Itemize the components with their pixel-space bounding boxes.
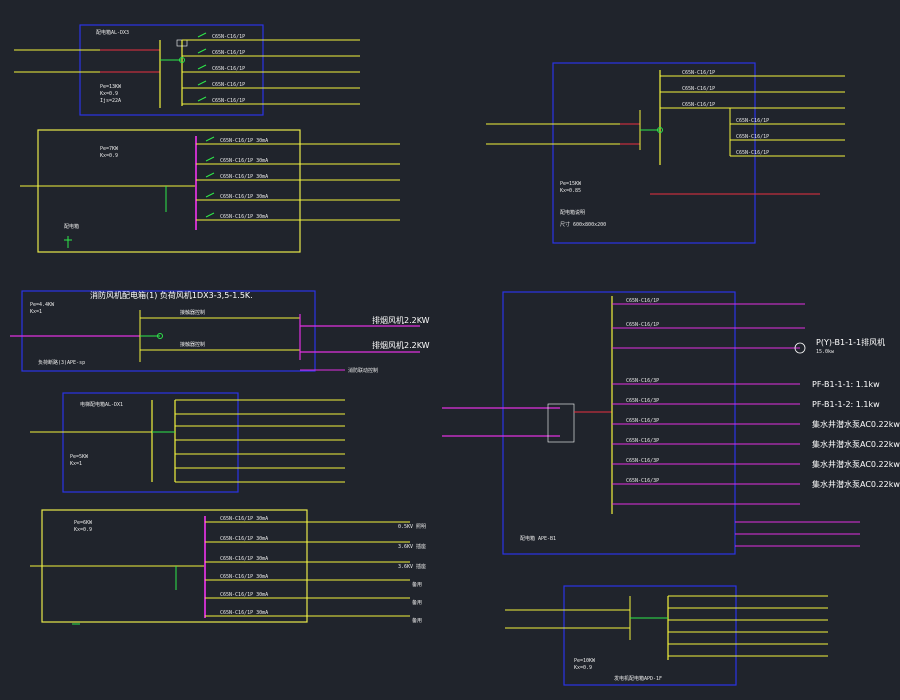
svg-text:C65N-C16/1P 30mA: C65N-C16/1P 30mA xyxy=(220,574,268,580)
svg-text:Kx=0.9: Kx=0.9 xyxy=(74,527,92,533)
panel-1-frame xyxy=(79,24,264,116)
panel-8-load-1: 0.5KV 照明 xyxy=(398,524,426,530)
svg-text:C65N-C16/1P 30mA: C65N-C16/1P 30mA xyxy=(220,174,268,180)
svg-text:C65N-C16/1P: C65N-C16/1P xyxy=(736,134,769,140)
panel-3-frame xyxy=(37,129,301,253)
svg-text:Pe=4.4KW: Pe=4.4KW xyxy=(30,302,55,308)
svg-text:C65N-C16/1P 30mA: C65N-C16/1P 30mA xyxy=(220,516,268,522)
panel-8-load-2: 3.6KV 插座 xyxy=(398,543,426,550)
panel-8-load-5: 备用 xyxy=(412,599,422,606)
panel-9-load-5: 集水井潜水泵AC0.22kw xyxy=(812,439,900,449)
svg-text:C65N-C16/1P 30mA: C65N-C16/1P 30mA xyxy=(220,556,268,562)
svg-text:接触器控制: 接触器控制 xyxy=(180,341,205,348)
panel-7-caption: 电梯配电箱AL-DX1 xyxy=(80,401,123,408)
svg-text:C65N-C16/1P: C65N-C16/1P xyxy=(736,118,769,124)
svg-text:C65N-C16/1P: C65N-C16/1P xyxy=(682,86,715,92)
svg-text:接触器控制: 接触器控制 xyxy=(180,309,205,316)
panel-9-frame xyxy=(502,291,736,555)
panel-9: P(Y)-B1-1-1排风机 15.0kw PF-B1-1-1: 1.1kw P… xyxy=(442,291,900,555)
panel-3: C65N-C16/1P 30mA C65N-C16/1P 30mA C65N-C… xyxy=(20,129,400,253)
svg-text:C65N-C16/3P: C65N-C16/3P xyxy=(626,438,659,444)
svg-text:C65N-C16/1P: C65N-C16/1P xyxy=(212,82,245,88)
panel-10-caption: 发电机配电箱APD-1F xyxy=(614,675,662,682)
svg-text:Pe=7KW: Pe=7KW xyxy=(100,146,119,152)
panel-9-load-1-power: 15.0kw xyxy=(816,349,835,355)
svg-text:配电箱 APE-B1: 配电箱 APE-B1 xyxy=(520,535,556,542)
svg-text:C65N-C16/1P: C65N-C16/1P xyxy=(212,98,245,104)
panel-7-frame xyxy=(62,392,239,493)
svg-text:C65N-C16/1P: C65N-C16/1P xyxy=(682,102,715,108)
svg-text:配电箱AL-DX3: 配电箱AL-DX3 xyxy=(96,29,129,36)
svg-text:Kx=0.9: Kx=0.9 xyxy=(574,665,592,671)
svg-text:C65N-C16/1P 30mA: C65N-C16/1P 30mA xyxy=(220,536,268,542)
svg-text:C65N-C16/3P: C65N-C16/3P xyxy=(626,458,659,464)
panel-9-load-6: 集水井潜水泵AC0.22kw xyxy=(812,459,900,469)
svg-text:C65N-C16/1P: C65N-C16/1P xyxy=(682,70,715,76)
panel-5-side-label: 消防联动控制 xyxy=(348,367,378,374)
svg-text:C65N-C16/3P: C65N-C16/3P xyxy=(626,398,659,404)
svg-text:Pe=6KW: Pe=6KW xyxy=(74,520,93,526)
svg-text:C65N-C16/1P: C65N-C16/1P xyxy=(626,298,659,304)
svg-text:Pe=5KW: Pe=5KW xyxy=(70,454,89,460)
panel-7: 电梯配电箱AL-DX1 Pe=5KW Kx=1 xyxy=(30,392,345,493)
svg-text:C65N-C16/1P 30mA: C65N-C16/1P 30mA xyxy=(220,610,268,616)
svg-text:C65N-C16/1P: C65N-C16/1P xyxy=(626,322,659,328)
svg-text:Pe=15KW: Pe=15KW xyxy=(560,181,582,187)
svg-text:C65N-C16/1P 30mA: C65N-C16/1P 30mA xyxy=(220,194,268,200)
panel-10-frame xyxy=(563,585,737,686)
panel-5-load-1: 排烟风机2.2KW xyxy=(372,315,430,325)
panel-2: C65N-C16/1P C65N-C16/1P C65N-C16/1P C65N… xyxy=(486,62,845,244)
svg-text:C65N-C16/3P: C65N-C16/3P xyxy=(626,418,659,424)
panel-9-load-7: 集水井潜水泵AC0.22kw xyxy=(812,479,900,489)
svg-text:C65N-C16/1P 30mA: C65N-C16/1P 30mA xyxy=(220,138,268,144)
panel-8-load-6: 备用 xyxy=(412,617,422,624)
svg-text:尺寸 600x800x200: 尺寸 600x800x200 xyxy=(560,221,606,228)
svg-text:C65N-C16/1P 30mA: C65N-C16/1P 30mA xyxy=(220,592,268,598)
svg-text:C65N-C16/1P: C65N-C16/1P xyxy=(212,50,245,56)
panel-5-note: 消防风机配电箱(1) 负荷风机1DX3-3,5-1.5K. xyxy=(90,290,253,300)
svg-text:Ijs=22A: Ijs=22A xyxy=(100,98,121,104)
svg-text:Pe=13KW: Pe=13KW xyxy=(100,84,122,90)
panel-9-load-4: 集水井潜水泵AC0.22kw xyxy=(812,419,900,429)
svg-text:配电箱: 配电箱 xyxy=(64,223,79,230)
svg-text:配电箱说明: 配电箱说明 xyxy=(560,209,585,216)
panel-5-frame xyxy=(21,290,316,372)
panel-5-caption: 负荷断路(3)APE-sp xyxy=(38,359,85,366)
panel-8-load-3: 3.6KV 插座 xyxy=(398,563,426,570)
svg-text:Kx=1: Kx=1 xyxy=(70,461,82,467)
svg-text:Kx=0.85: Kx=0.85 xyxy=(560,188,581,194)
panel-1: 配电箱AL-DX3 C65N-C16/1P C65N-C16/1P C65N-C… xyxy=(14,24,360,116)
panel-9-load-2: PF-B1-1-1: 1.1kw xyxy=(812,380,880,389)
svg-text:C65N-C16/1P 30mA: C65N-C16/1P 30mA xyxy=(220,214,268,220)
svg-text:C65N-C16/1P: C65N-C16/1P xyxy=(212,34,245,40)
svg-text:Kx=0.9: Kx=0.9 xyxy=(100,91,118,97)
panel-2-frame xyxy=(552,62,756,244)
panel-9-load-1: P(Y)-B1-1-1排风机 xyxy=(816,337,885,347)
panel-5-load-2: 排烟风机2.2KW xyxy=(372,340,430,350)
svg-text:Kx=1: Kx=1 xyxy=(30,309,42,315)
svg-text:Pe=10KW: Pe=10KW xyxy=(574,658,596,664)
svg-text:C65N-C16/1P: C65N-C16/1P xyxy=(736,150,769,156)
svg-text:C65N-C16/1P: C65N-C16/1P xyxy=(212,66,245,72)
panel-8-load-4: 备用 xyxy=(412,581,422,588)
svg-text:C65N-C16/1P 30mA: C65N-C16/1P 30mA xyxy=(220,158,268,164)
svg-text:Kx=0.9: Kx=0.9 xyxy=(100,153,118,159)
svg-text:C65N-C16/3P: C65N-C16/3P xyxy=(626,378,659,384)
svg-text:C65N-C16/3P: C65N-C16/3P xyxy=(626,478,659,484)
panel-10: Pe=10KW Kx=0.9 发电机配电箱APD-1F xyxy=(505,585,828,686)
panel-8: C65N-C16/1P 30mA C65N-C16/1P 30mA C65N-C… xyxy=(30,509,426,625)
panel-5: 接触器控制 接触器控制 Pe=4.4KW Kx=1 消防风机配电箱(1) 负荷风… xyxy=(10,290,430,374)
panel-9-load-3: PF-B1-1-2: 1.1kw xyxy=(812,400,880,409)
